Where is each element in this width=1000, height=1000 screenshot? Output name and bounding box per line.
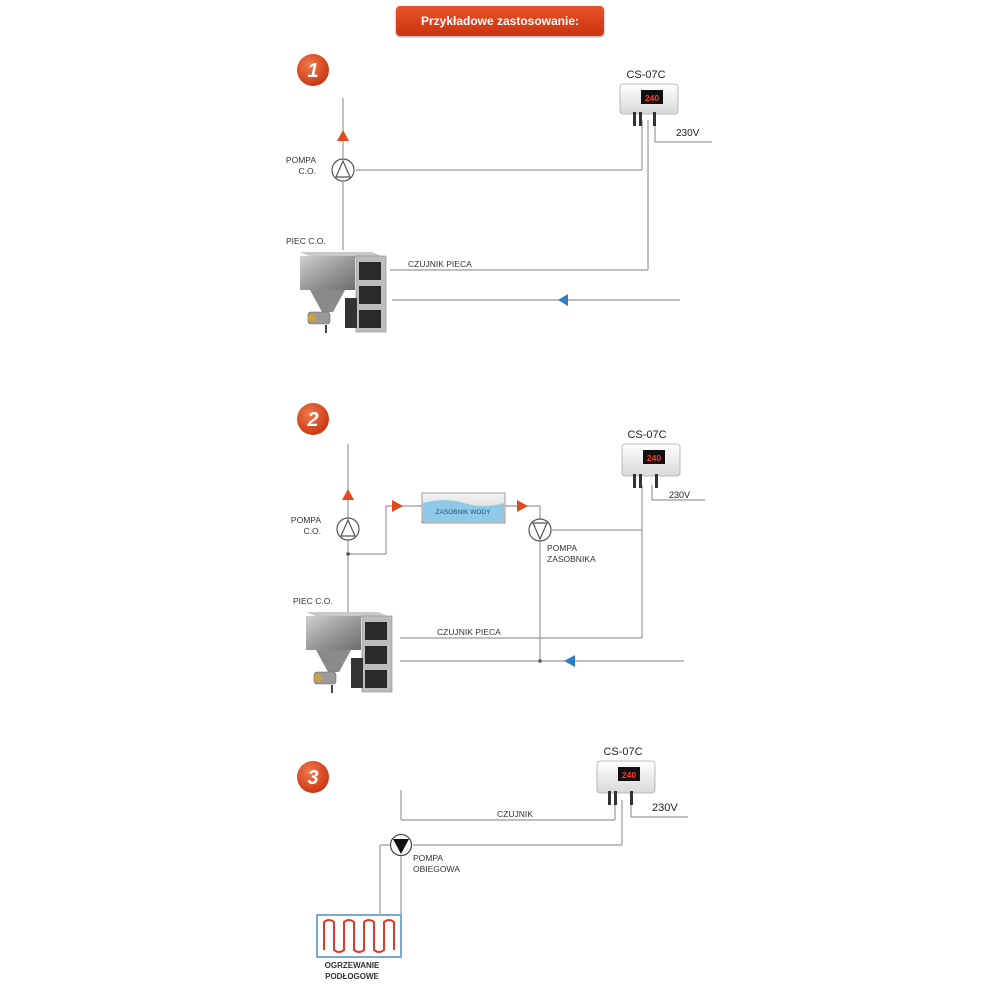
sensor-label-2: CZUJNIK PIECA bbox=[437, 627, 501, 637]
sensor-label-1: CZUJNIK PIECA bbox=[408, 259, 472, 269]
badge-2-number: 2 bbox=[306, 409, 318, 431]
boiler-icon-2 bbox=[306, 612, 393, 693]
pump-label-2b: C.O. bbox=[304, 526, 321, 536]
water-tank-icon-2 bbox=[421, 492, 506, 524]
controller-display-1: 240 bbox=[645, 93, 659, 103]
tank-pump-label-2a: POMPA bbox=[547, 543, 577, 553]
badge-1-number: 1 bbox=[307, 60, 318, 82]
floor-heating-icon-3 bbox=[316, 914, 402, 958]
diagram-1: 1 POMPA C.O. PIEC C.O. bbox=[286, 54, 712, 333]
pump-label-3a: POMPA bbox=[413, 853, 443, 863]
sensor-label-3: CZUJNIK bbox=[497, 809, 533, 819]
voltage-label-3: 230V bbox=[652, 802, 678, 814]
controller-cs07c-icon-2: 240 bbox=[621, 443, 681, 488]
badge-1: 1 bbox=[297, 54, 329, 86]
flow-arrow-return-2 bbox=[564, 655, 575, 667]
boiler-label-1: PIEC C.O. bbox=[286, 236, 326, 246]
badge-2: 2 bbox=[297, 403, 329, 435]
badge-3-number: 3 bbox=[307, 767, 318, 789]
controller-cs07c-icon-3: 240 bbox=[596, 760, 656, 805]
controller-name-2: CS-07C bbox=[627, 429, 666, 441]
diagram-2: 2 ZASOBNIK WODY bbox=[291, 403, 705, 693]
pump-tank-icon-2 bbox=[528, 518, 552, 542]
pipes-1 bbox=[342, 98, 712, 301]
flow-arrow-return-1 bbox=[558, 294, 568, 306]
boiler-icon-1 bbox=[300, 252, 387, 333]
flow-arrow-up-2 bbox=[342, 489, 354, 500]
boiler-label-2: PIEC C.O. bbox=[293, 596, 333, 606]
pipes-2 bbox=[347, 444, 705, 662]
diagram-3: 3 POMPA OBIEGOWA CZUJNIK OGRZEWANIE POD bbox=[297, 746, 688, 981]
tank-label-2: ZASOBNIK WODY bbox=[436, 509, 492, 516]
controller-name-1: CS-07C bbox=[626, 69, 665, 81]
pump-co-icon-1 bbox=[331, 158, 355, 182]
pump-label-1b: C.O. bbox=[299, 166, 316, 176]
floor-label-3b: PODŁOGOWE bbox=[325, 972, 379, 981]
pump-label-2a: POMPA bbox=[291, 515, 321, 525]
flow-arrow-tank-out-2 bbox=[517, 500, 528, 512]
flow-arrow-tank-in-2 bbox=[392, 500, 403, 512]
floor-label-3a: OGRZEWANIE bbox=[325, 961, 380, 970]
pump-co-icon-2 bbox=[336, 517, 360, 541]
pump-circulation-icon-3 bbox=[389, 833, 413, 857]
controller-display-3: 240 bbox=[622, 770, 636, 780]
header-title: Przykładowe zastosowanie: bbox=[396, 6, 604, 36]
pump-label-3b: OBIEGOWA bbox=[413, 864, 460, 874]
badge-3: 3 bbox=[297, 761, 329, 793]
tank-pump-label-2b: ZASOBNIKA bbox=[547, 554, 596, 564]
controller-display-2: 240 bbox=[647, 453, 661, 463]
voltage-label-2: 230V bbox=[669, 490, 690, 500]
pump-label-1a: POMPA bbox=[286, 155, 316, 165]
voltage-label-1: 230V bbox=[676, 128, 700, 139]
controller-name-3: CS-07C bbox=[603, 746, 642, 758]
flow-arrow-up-1 bbox=[337, 130, 349, 141]
controller-cs07c-icon-1: 240 bbox=[619, 83, 679, 126]
